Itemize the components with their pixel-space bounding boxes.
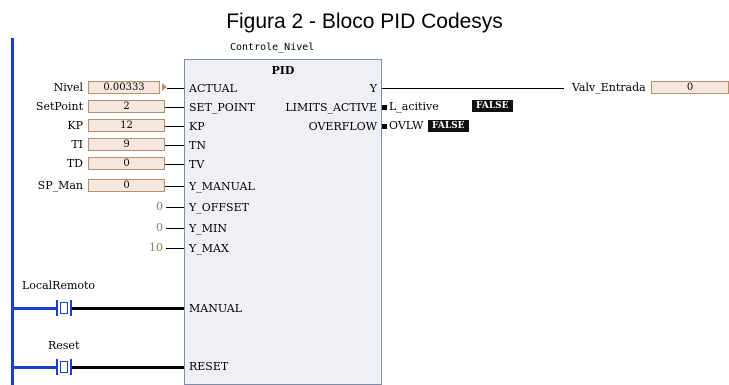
pin-set-point: SET_POINT [189, 101, 256, 114]
value-td[interactable]: 0 [88, 157, 165, 170]
value-ti[interactable]: 9 [88, 138, 165, 151]
pin-tn: TN [189, 139, 206, 152]
wire-y-output [382, 88, 564, 89]
pin-tv: TV [189, 158, 205, 171]
const-y-min: 0 [156, 221, 163, 234]
value-valv-entrada[interactable]: 0 [651, 81, 729, 94]
pin-y-manual: Y_MANUAL [189, 180, 255, 193]
pin-reset: RESET [189, 360, 229, 373]
contact-reset-left[interactable] [56, 359, 58, 375]
value-sp-man[interactable]: 0 [88, 179, 165, 192]
pin-actual: ACTUAL [189, 82, 237, 95]
wire-y-max [166, 248, 184, 249]
rung-wire-reset [14, 366, 56, 369]
pin-limits-active: LIMITS_ACTIVE [285, 101, 377, 114]
var-ovlw: OVLW [389, 119, 424, 132]
instance-name: Controle_Nivel [230, 42, 315, 53]
contact-label-localremoto: LocalRemoto [22, 279, 96, 292]
var-setpoint: SetPoint [35, 100, 83, 113]
rung-wire-localremoto [14, 307, 56, 310]
var-ti: TI [71, 138, 83, 151]
contact-label-reset: Reset [48, 339, 80, 352]
wire-y-manual [165, 186, 184, 187]
block-type: PID [271, 64, 295, 77]
pin-y: Y [369, 82, 377, 95]
var-td: TD [66, 157, 83, 170]
wire-set-point [165, 107, 184, 108]
value-nivel[interactable]: 0.00333 [88, 81, 160, 94]
pin-kp: KP [189, 120, 205, 133]
wire-tn [165, 145, 184, 146]
contact-localremoto-right[interactable] [70, 300, 72, 316]
var-nivel: Nivel [53, 81, 83, 94]
wire-tv [165, 164, 184, 165]
var-sp-man: SP_Man [37, 179, 83, 192]
left-power-rail [11, 38, 14, 385]
value-setpoint[interactable]: 2 [88, 100, 165, 113]
wire-reset [72, 366, 184, 369]
value-l-acitive[interactable]: FALSE [472, 100, 513, 112]
var-kp: KP [67, 119, 83, 132]
figure-caption: Figura 2 - Bloco PID Codesys [226, 10, 503, 33]
pin-overflow: OVERFLOW [308, 120, 377, 133]
pin-y-offset: Y_OFFSET [189, 201, 249, 214]
pin-y-min: Y_MIN [189, 222, 227, 235]
pin-manual: MANUAL [189, 302, 243, 315]
wire-actual [167, 88, 184, 89]
const-y-offset: 0 [156, 200, 163, 213]
wire-y-offset [166, 207, 184, 208]
pin-y-max: Y_MAX [189, 242, 229, 255]
watch-arrow-icon [162, 83, 167, 91]
wire-kp [165, 126, 184, 127]
pid-function-block[interactable]: PID ACTUAL SET_POINT KP TN TV Y_MANUAL Y… [184, 59, 382, 385]
value-ovlw[interactable]: FALSE [428, 120, 469, 132]
contact-localremoto-icon[interactable] [60, 302, 68, 314]
wire-y-min [166, 228, 184, 229]
contact-reset-right[interactable] [70, 359, 72, 375]
output-connector-overflow [382, 124, 387, 129]
contact-reset-icon[interactable] [60, 361, 68, 373]
wire-manual [72, 307, 184, 310]
output-connector-limits-active [382, 105, 387, 110]
var-valv-entrada: Valv_Entrada [572, 81, 646, 94]
contact-localremoto-left[interactable] [56, 300, 58, 316]
var-l-acitive: L_acitive [389, 100, 439, 113]
const-y-max: 10 [149, 241, 163, 254]
value-kp[interactable]: 12 [88, 119, 165, 132]
